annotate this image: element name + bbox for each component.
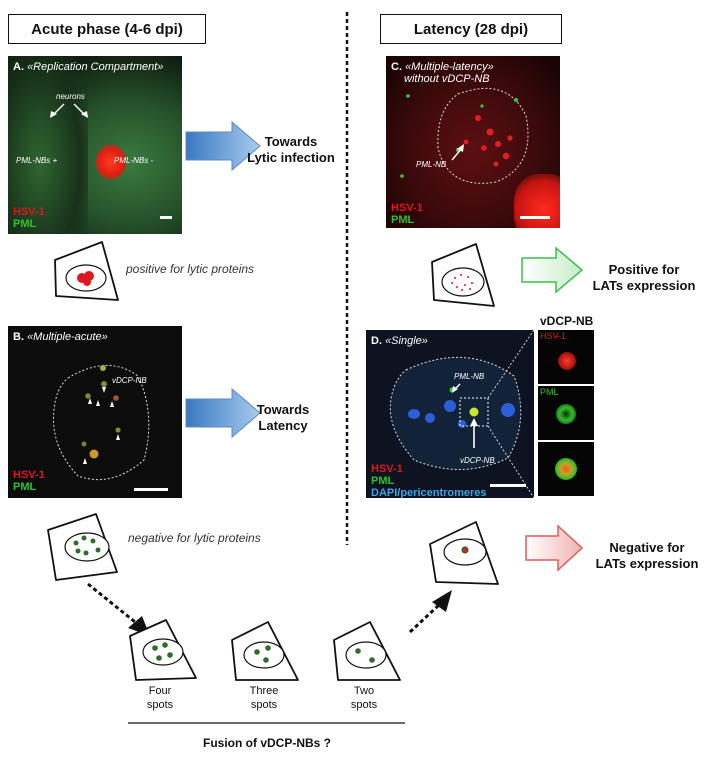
panel-b-nucleus — [53, 365, 168, 491]
negative-lytic-caption: negative for lytic proteins — [128, 531, 261, 545]
panel-b-title: «Multiple-acute» — [27, 331, 108, 343]
neurons-arrows-icon — [50, 103, 172, 219]
panel-c-title: «Multiple-latency» — [405, 61, 494, 73]
acute-phase-header: Acute phase (4-6 dpi) — [8, 14, 206, 44]
panel-a-legend: HSV-1 PML — [13, 206, 45, 230]
inset-pml-label: PML — [540, 387, 559, 397]
panel-c-subtitle: without vDCP-NB — [404, 73, 490, 85]
panel-a-letter: A. — [13, 61, 24, 73]
inset-hsv-panel: HSV-1 — [538, 330, 594, 384]
panel-d-letter: D. — [371, 335, 382, 347]
cell-two-spots — [333, 621, 401, 681]
cell-nonlytic — [47, 513, 118, 581]
panel-b-legend: HSV-1 PML — [13, 469, 45, 493]
inset-merge-panel — [538, 442, 594, 496]
legend-dapi: DAPI/pericentromeres — [371, 487, 487, 498]
panel-a-micrograph: A. «Replication Compartment» neurons PML… — [8, 56, 182, 234]
inset-title: vDCP-NB — [540, 314, 594, 328]
legend-pml-c: PML — [391, 214, 415, 226]
legend-pml: PML — [13, 218, 37, 230]
cell-four-spots — [129, 619, 197, 681]
cell-three-spots — [231, 621, 299, 681]
legend-hsv-d: HSV-1 — [371, 463, 403, 475]
panel-d-nucleus — [389, 330, 534, 498]
arrow-positive-lats — [521, 246, 584, 294]
pml-nbs-plus-label: PML-NBs + — [16, 156, 58, 165]
legend-hsv-b: HSV-1 — [13, 469, 45, 481]
replication-compartment-blob — [96, 144, 126, 180]
cell-lats-positive — [431, 243, 495, 307]
panel-a-title: «Replication Compartment» — [27, 61, 164, 73]
panel-b-letter: B. — [13, 331, 24, 343]
arrow-negative-lats — [525, 524, 584, 572]
cell-lats-negative — [429, 521, 499, 585]
panel-c-pmlnb-label: PML-NB — [416, 160, 447, 169]
dashed-arrow-down — [87, 582, 141, 628]
panel-b-vdcp-label: vDCP-NB — [112, 376, 147, 385]
fusion-caption: Fusion of vDCP-NBs ? — [203, 736, 331, 750]
inset-green-ring — [556, 404, 576, 424]
neurons-label: neurons — [56, 92, 85, 101]
arrow-lytic — [185, 120, 261, 172]
inset-pml-panel: PML — [538, 386, 594, 440]
panel-c-legend: HSV-1 PML — [391, 202, 423, 226]
panel-d-title: «Single» — [385, 335, 428, 347]
legend-hsv: HSV-1 — [13, 206, 45, 218]
legend-hsv-c: HSV-1 — [391, 202, 423, 214]
panel-c-nucleus — [400, 87, 550, 219]
panel-d-pmlnb-label: PML-NB — [454, 372, 485, 381]
inset-merge-dot — [555, 458, 577, 480]
panel-b-micrograph: B. «Multiple-acute» vDCP-NB HSV-1 PML — [8, 326, 182, 498]
panel-d-legend: HSV-1 PML DAPI/pericentromeres — [371, 463, 487, 498]
cell-lytic — [54, 241, 119, 301]
arrow-latency — [185, 387, 261, 439]
panel-d-vdcp-label: vDCP-NB — [460, 456, 495, 465]
panel-d-micrograph: D. «Single» PML-NB vDCP-NB HSV-1 PML DAP… — [366, 330, 534, 498]
legend-pml-d: PML — [371, 475, 395, 487]
inset-red-dot — [558, 352, 576, 370]
panel-c-micrograph: C. «Multiple-latency» without vDCP-NB PM… — [386, 56, 560, 228]
panel-c-letter: C. — [391, 61, 402, 73]
positive-lytic-caption: positive for lytic proteins — [126, 262, 255, 276]
latency-header: Latency (28 dpi) — [380, 14, 562, 44]
inset-hsv-label: HSV-1 — [540, 331, 567, 341]
dashed-arrow-up — [408, 602, 442, 634]
pml-nbs-minus-label: PML-NBs - — [114, 156, 154, 165]
legend-pml-b: PML — [13, 481, 37, 493]
